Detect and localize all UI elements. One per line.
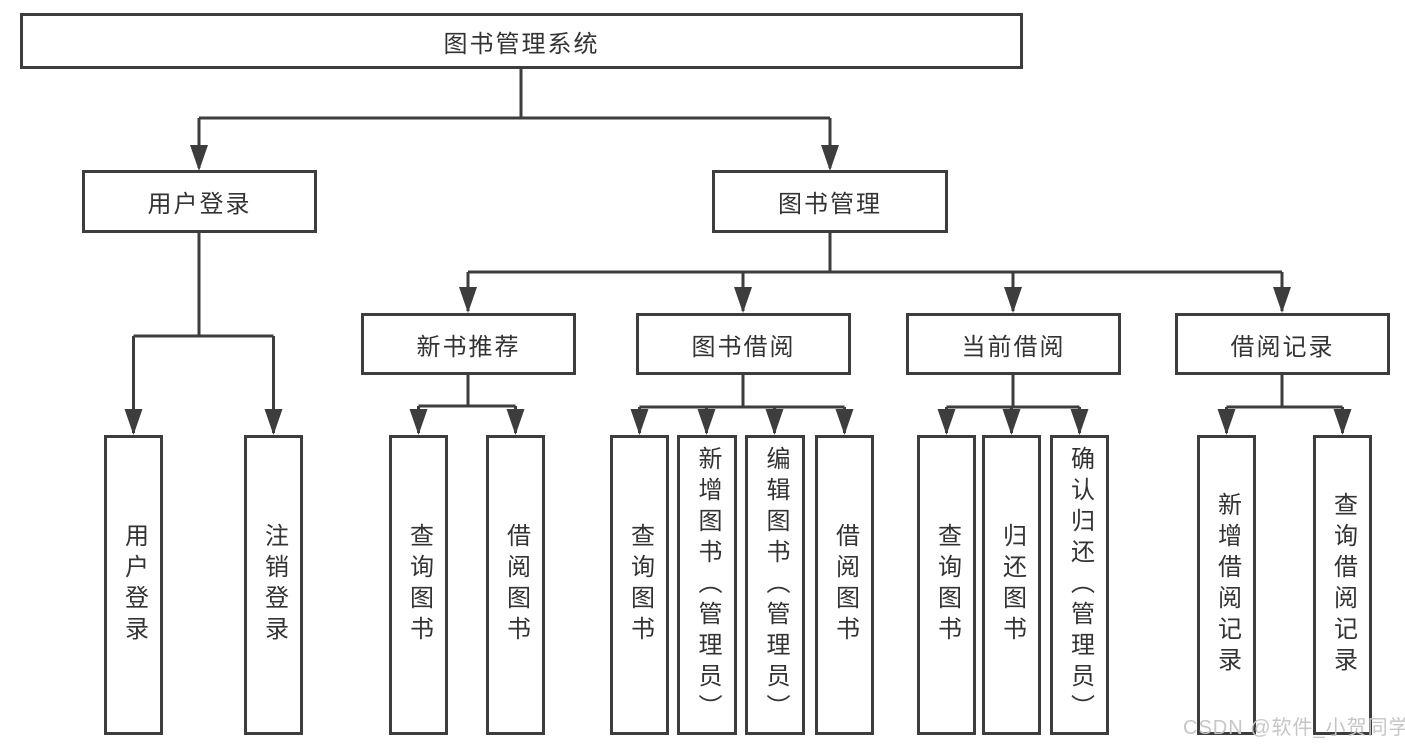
leaf-query-books-recommend: 查询图书: [389, 435, 448, 735]
node-label: 新增图书（管理员）: [694, 445, 721, 725]
leaf-confirm-return-admin: 确认归还（管理员）: [1050, 435, 1109, 735]
leaf-query-books-current: 查询图书: [917, 435, 976, 735]
arrowhead-icon: [835, 409, 854, 435]
node-borrow-records: 借阅记录: [1175, 313, 1390, 375]
arrowhead-icon: [409, 409, 428, 435]
arrowhead-icon: [1217, 409, 1236, 435]
node-new-book-recommend: 新书推荐: [361, 313, 576, 375]
node-label: 新增借阅记录: [1213, 492, 1241, 678]
node-label: 确认归还（管理员）: [1066, 445, 1094, 725]
node-book-borrow: 图书借阅: [636, 313, 851, 375]
leaf-borrow-books-recommend: 借阅图书: [486, 435, 545, 735]
node-label: 查询图书: [933, 523, 961, 647]
leaf-query-books-borrow: 查询图书: [610, 435, 669, 735]
node-book-management: 图书管理: [712, 170, 948, 233]
node-label: 编辑图书（管理员）: [762, 445, 789, 725]
arrowhead-icon: [506, 409, 525, 435]
node-label: 注销登录: [260, 523, 288, 647]
arrowhead-icon: [697, 409, 716, 435]
leaf-edit-books-admin: 编辑图书（管理员）: [745, 435, 805, 735]
arrowhead-icon: [459, 287, 477, 313]
node-label: 图书管理: [778, 191, 882, 218]
arrowhead-icon: [1333, 409, 1352, 435]
watermark: CSDN @软件_小贺同学: [1183, 717, 1405, 739]
arrowhead-icon: [734, 287, 752, 313]
node-label: 图书借阅: [691, 333, 796, 361]
arrowhead-icon: [264, 409, 283, 435]
arrowhead-icon: [1002, 409, 1021, 435]
leaf-query-borrow-record: 查询借阅记录: [1313, 435, 1372, 735]
node-label: 借阅图书: [502, 523, 530, 647]
node-label: 查询图书: [405, 523, 433, 647]
node-label: 借阅记录: [1230, 333, 1335, 361]
node-label: 用户登录: [120, 523, 148, 647]
arrowhead-icon: [1070, 409, 1089, 435]
leaf-logout: 注销登录: [244, 435, 303, 735]
leaf-add-borrow-record: 新增借阅记录: [1197, 435, 1256, 735]
arrowhead-icon: [630, 409, 649, 435]
node-library-management-system: 图书管理系统: [20, 13, 1023, 69]
arrowhead-icon: [124, 409, 143, 435]
node-user-login-group: 用户登录: [82, 170, 317, 233]
leaf-borrow-books: 借阅图书: [815, 435, 874, 735]
node-current-borrow: 当前借阅: [906, 313, 1121, 375]
arrowhead-icon: [765, 409, 784, 435]
leaf-return-books: 归还图书: [982, 435, 1041, 735]
node-label: 借阅图书: [831, 523, 859, 647]
node-label: 查询图书: [626, 523, 654, 647]
node-label: 当前借阅: [961, 333, 1066, 361]
node-label: 归还图书: [998, 523, 1026, 647]
arrowhead-icon: [1273, 287, 1291, 313]
node-label: 图书管理系统: [443, 30, 600, 58]
leaf-add-books-admin: 新增图书（管理员）: [677, 435, 737, 735]
arrowhead-icon: [1004, 287, 1022, 313]
node-label: 新书推荐: [416, 333, 521, 361]
node-label: 用户登录: [147, 191, 252, 218]
leaf-user-login: 用户登录: [104, 435, 163, 735]
arrowhead-icon: [821, 145, 839, 171]
arrowhead-icon: [937, 409, 956, 435]
arrowhead-icon: [190, 145, 208, 171]
node-label: 查询借阅记录: [1329, 492, 1357, 678]
